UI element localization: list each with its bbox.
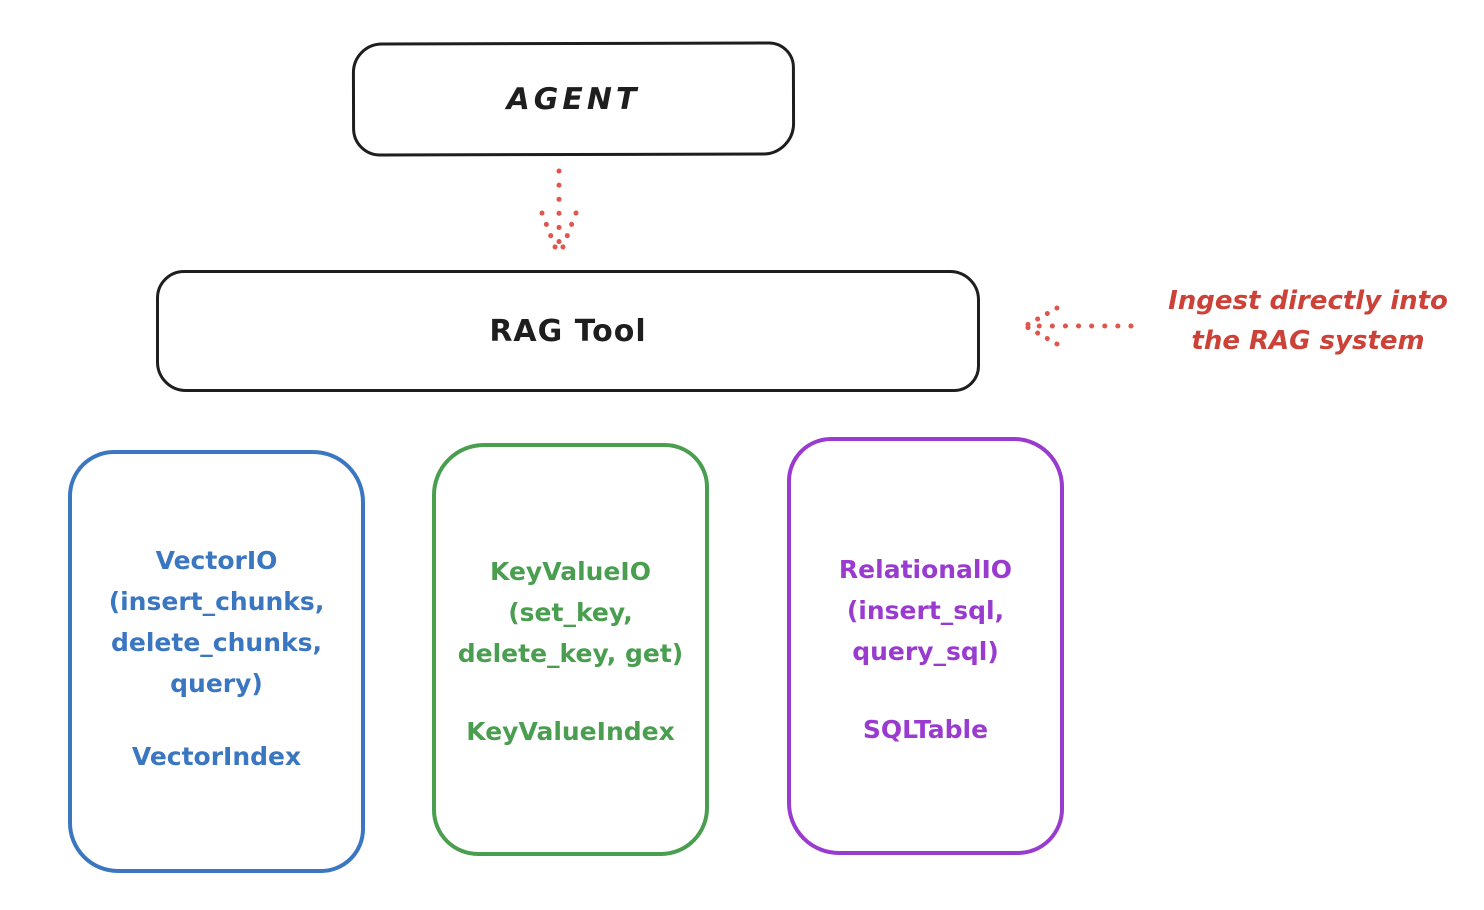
ingest-annotation: Ingest directly into the RAG system: [1168, 286, 1448, 356]
vector-index-label: VectorIndex: [131, 742, 302, 771]
keyvalue-io-box: KeyValueIO (set_key, delete_key, get) Ke…: [432, 443, 709, 856]
vector-io-box: VectorIO (insert_chunks, delete_chunks, …: [68, 450, 365, 873]
agent-to-rag-arrow-icon: [539, 168, 579, 255]
relational-io-label: RelationalIO (insert_sql, query_sql): [838, 555, 1013, 666]
sql-table-label: SQLTable: [862, 715, 989, 744]
rag-tool-node: RAG Tool: [156, 270, 980, 392]
agent-node: AGENT: [351, 41, 796, 157]
ingest-arrow-icon: [1024, 305, 1134, 347]
agent-node-label: AGENT: [506, 81, 641, 117]
relational-io-box: RelationalIO (insert_sql, query_sql) SQL…: [787, 437, 1064, 855]
rag-tool-node-label: RAG Tool: [489, 313, 647, 349]
vector-io-label: VectorIO (insert_chunks, delete_chunks, …: [108, 546, 325, 698]
keyvalue-index-label: KeyValueIndex: [466, 717, 675, 746]
keyvalue-io-label: KeyValueIO (set_key, delete_key, get): [457, 557, 684, 668]
